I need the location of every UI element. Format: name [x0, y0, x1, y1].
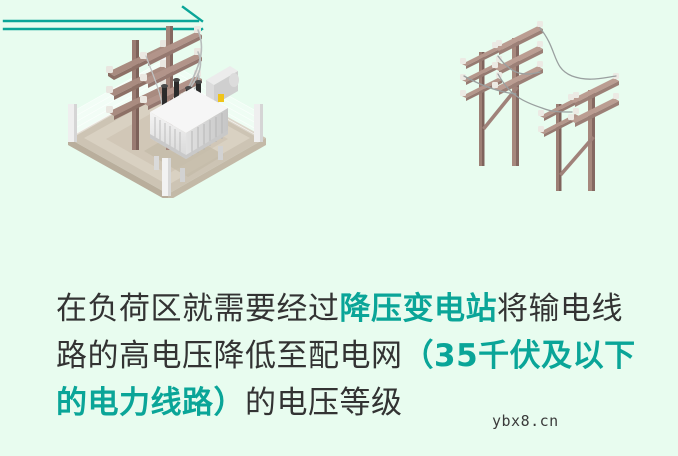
caption-line1-segment-dark-b: 将输电线	[497, 291, 623, 327]
caption-line3-segment-dark: 的电压等级	[245, 385, 403, 421]
step-down-transformer	[150, 66, 239, 182]
caption-line1-segment-dark-a: 在负荷区就需要经过	[56, 291, 340, 327]
caption-line-1: 在负荷区就需要经过降压变电站将输电线	[56, 286, 662, 333]
utility-pole-pair-short	[538, 73, 619, 191]
step-down-substation-illustration	[58, 8, 278, 198]
caption-line2-segment-dark: 路的高电压降低至配电网	[56, 338, 403, 374]
overhead-wires	[463, 27, 617, 113]
caption-text: 在负荷区就需要经过降压变电站将输电线 路的高电压降低至配电网（35千伏及以下 的…	[56, 286, 662, 427]
hazard-label	[218, 94, 224, 102]
caption-line-2: 路的高电压降低至配电网（35千伏及以下	[56, 333, 662, 380]
caption-line-3: 的电力线路）的电压等级	[56, 380, 662, 427]
caption-line3-segment-accent: 的电力线路）	[56, 385, 245, 421]
utility-pole-pair-tall	[460, 21, 543, 166]
caption-line2-segment-accent: （35千伏及以下	[402, 338, 636, 374]
caption-line1-segment-accent: 降压变电站	[339, 291, 497, 327]
illustration-band	[2, 5, 642, 198]
distribution-lines-illustration	[452, 16, 642, 191]
watermark: ybx8.cn	[492, 412, 559, 430]
